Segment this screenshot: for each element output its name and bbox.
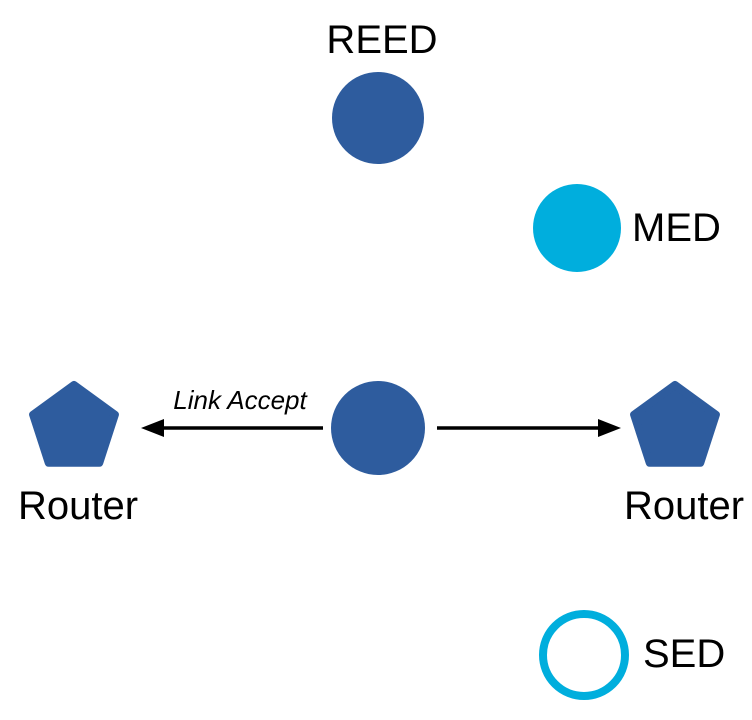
sed-label: SED bbox=[643, 632, 726, 676]
sed-node-circle bbox=[539, 610, 629, 700]
med-node-circle bbox=[533, 184, 621, 272]
right-arrow bbox=[437, 419, 621, 437]
link-accept-label: Link Accept bbox=[173, 385, 307, 415]
router-right-pentagon bbox=[630, 381, 720, 467]
center-node-circle bbox=[331, 381, 425, 475]
reed-node-circle bbox=[332, 72, 424, 164]
med-label: MED bbox=[632, 206, 721, 250]
reed-label: REED bbox=[326, 18, 438, 62]
router-right-label: Router bbox=[623, 484, 745, 528]
router-left-label: Router bbox=[17, 484, 139, 528]
left-arrow bbox=[141, 419, 323, 437]
router-left-pentagon bbox=[29, 381, 119, 467]
